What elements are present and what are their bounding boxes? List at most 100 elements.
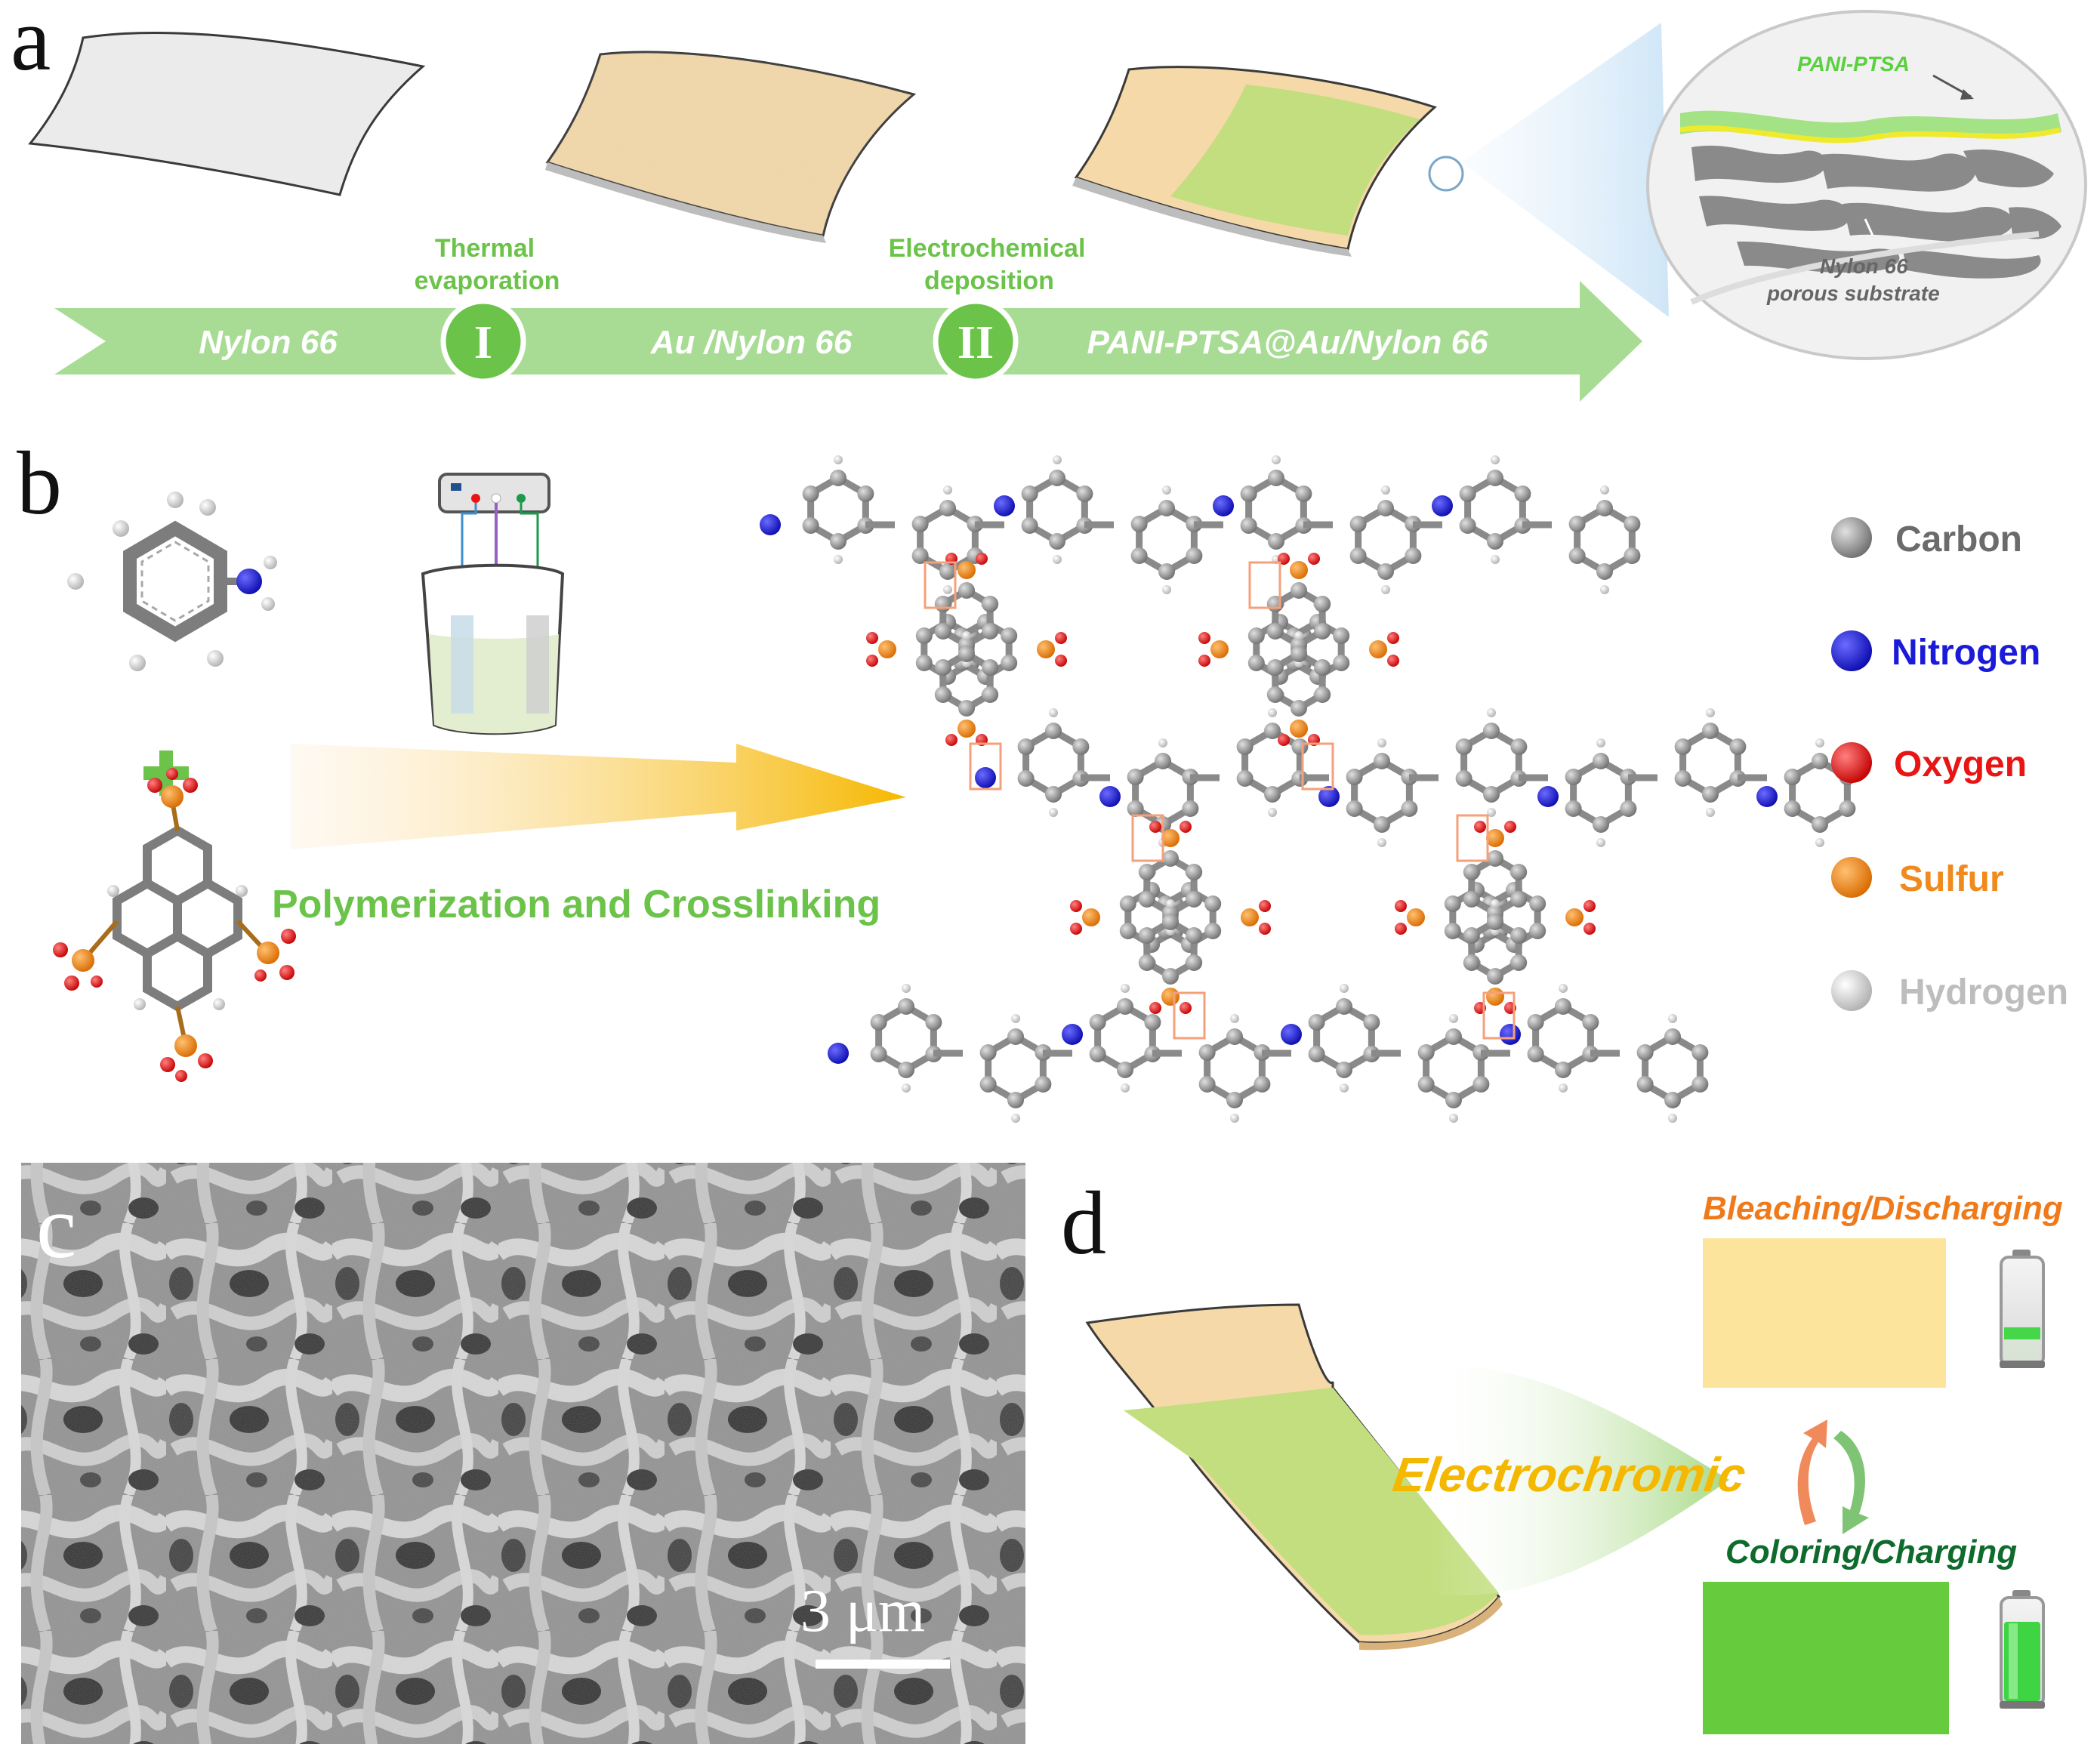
nylon-sheet: [28, 32, 426, 196]
hydrogen-atom: [1158, 738, 1167, 747]
scale-bar: [816, 1660, 950, 1669]
nitrogen-atom: [828, 1043, 849, 1064]
oxygen-atom: [1055, 655, 1067, 667]
hydrogen-atom: [943, 485, 952, 495]
hydrogen-atom: [1121, 1083, 1130, 1093]
carbon-atom: [1264, 786, 1281, 803]
zoom-substrate-label-2: porous substrate: [1766, 282, 1940, 305]
carbon-atom: [1162, 968, 1179, 985]
oxygen-atom: [976, 553, 988, 565]
carbon-atom: [898, 1062, 914, 1078]
svg-text:I: I: [474, 317, 492, 368]
svg-text:II: II: [957, 317, 994, 368]
nitrogen-atom: [1099, 786, 1121, 807]
carbon-atom: [1674, 738, 1691, 755]
carbon-atom: [934, 596, 951, 612]
carbon-atom: [1336, 1062, 1352, 1078]
panel-letter-a: a: [11, 0, 51, 89]
carbon-atom: [1333, 627, 1350, 644]
legend-sulfur: Sulfur: [1831, 857, 2004, 899]
battery-low-icon: [2000, 1250, 2045, 1368]
carbon-atom: [939, 563, 956, 580]
crosslink-box: [1248, 561, 1281, 609]
oxygen-atom: [1583, 900, 1596, 912]
carbon-atom: [1444, 895, 1461, 912]
carbon-atom: [1417, 1076, 1435, 1093]
carbon-atom: [1568, 516, 1586, 532]
sulfur-atom: [1161, 988, 1180, 1006]
carbon-atom: [1455, 738, 1472, 755]
sulfur-atom: [1407, 908, 1425, 926]
carbon-atom: [1240, 485, 1257, 502]
sem-image: c 3 μm: [21, 1163, 1025, 1744]
hydrogen-atom: [1272, 455, 1281, 464]
bleached-label: Bleaching/Discharging: [1703, 1190, 2063, 1227]
carbon-atom: [1555, 998, 1571, 1015]
step2-label-line2: deposition: [924, 267, 1054, 295]
hydrogen-atom: [834, 555, 843, 564]
electrochromic-arrow: [1427, 1366, 1729, 1596]
colored-state-swatch: [1703, 1582, 1949, 1734]
carbon-atom: [1510, 891, 1528, 908]
legend-oxygen: Oxygen: [1831, 742, 2027, 784]
hydrogen-atom: [1381, 585, 1390, 594]
hydrogen-atom: [1491, 555, 1500, 564]
au-nylon-sheet: [545, 51, 917, 243]
carbon-atom: [1374, 816, 1390, 833]
carbon-atom: [939, 500, 956, 516]
legend-nitrogen: Nitrogen: [1831, 630, 2040, 673]
carbon-atom: [1291, 646, 1307, 662]
carbon-atom: [1510, 927, 1528, 944]
carbon-atom: [1138, 927, 1155, 944]
oxygen-atom: [1387, 632, 1399, 644]
carbon-atom: [1527, 1014, 1544, 1031]
nitrogen-atom: [1062, 1024, 1083, 1045]
carbon-atom: [1162, 914, 1179, 930]
carbon-atom: [830, 470, 846, 486]
carbon-atom: [1017, 738, 1035, 755]
carbon-atom: [1664, 1028, 1681, 1045]
carbon-atom: [1444, 923, 1461, 939]
hydrogen-atom: [1011, 1114, 1020, 1123]
hydrogen-atom: [1377, 738, 1386, 747]
hydrogen-atom: [1559, 984, 1568, 993]
carbon-atom: [1266, 596, 1284, 612]
carbon-atom: [898, 998, 914, 1015]
carbon-atom: [1076, 485, 1093, 502]
carbon-atom: [1035, 1076, 1052, 1093]
process-arrow: [54, 281, 1642, 402]
sulfur-atom: [1161, 829, 1180, 847]
panel-letter-b: b: [17, 433, 62, 533]
polymerization-arrow: [291, 744, 906, 849]
carbon-atom: [1596, 563, 1613, 580]
carbon-atom: [1472, 1076, 1490, 1093]
carbon-atom: [1314, 596, 1331, 612]
oxygen-atom: [1180, 1002, 1192, 1014]
carbon-atom: [1021, 517, 1038, 534]
carbon-atom: [1487, 470, 1503, 486]
svg-text:Hydrogen: Hydrogen: [1899, 972, 2068, 1012]
carbon-atom: [1514, 485, 1531, 502]
carbon-atom: [1130, 547, 1148, 564]
carbon-atom: [1839, 800, 1856, 817]
electrochromic-label: Electrochromic: [1389, 1447, 1749, 1502]
carbon-atom: [1089, 1014, 1106, 1031]
hydrogen-atom: [1294, 631, 1303, 640]
carbon-atom: [1445, 1092, 1462, 1108]
polymerization-label: Polymerization and Crosslinking: [272, 883, 880, 926]
carbon-atom: [1049, 470, 1065, 486]
oxygen-atom: [866, 632, 878, 644]
crosslink-box: [1301, 742, 1334, 791]
carbon-atom: [1186, 547, 1203, 564]
crosslink-box: [924, 561, 957, 609]
hydrogen-atom: [1230, 1114, 1239, 1123]
carbon-atom: [979, 1076, 997, 1093]
carbon-atom: [1186, 927, 1203, 944]
carbon-atom: [870, 1046, 887, 1062]
carbon-atom: [1636, 1044, 1654, 1061]
carbon-atom: [1377, 500, 1394, 516]
oxygen-atom: [1395, 923, 1407, 935]
device-film: [1085, 1303, 1503, 1651]
sulfur-atom: [1082, 908, 1100, 926]
